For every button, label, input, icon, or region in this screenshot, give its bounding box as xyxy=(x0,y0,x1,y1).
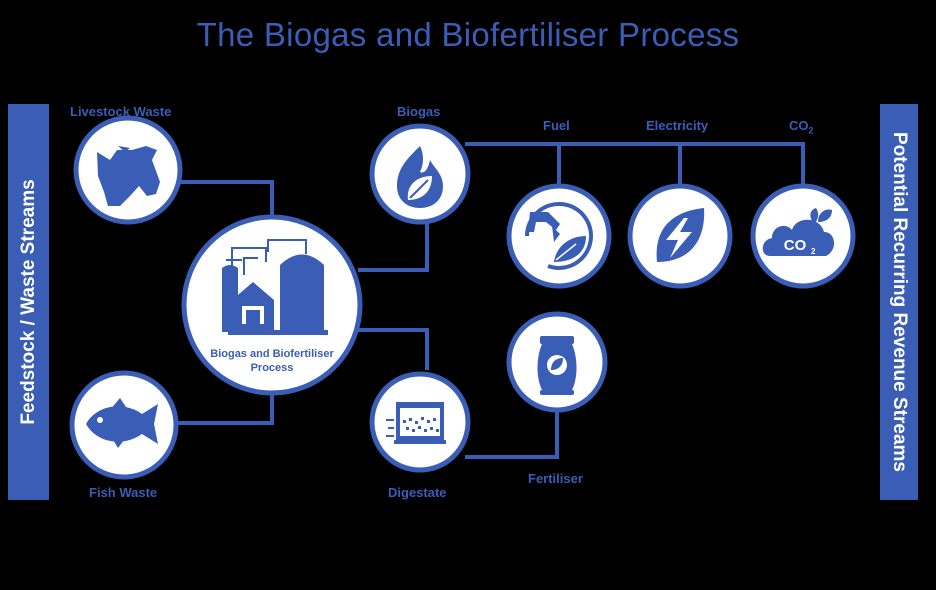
process-label-line1: Biogas and Biofertiliser xyxy=(210,348,334,360)
digester-tank-icon xyxy=(386,402,446,444)
process-label-line2: Process xyxy=(251,362,294,374)
co2-label-subscript: 2 xyxy=(808,125,814,136)
connector-biogas xyxy=(358,222,429,272)
cloud-co2-text: CO xyxy=(784,237,807,254)
co2-label: CO2 xyxy=(789,118,814,136)
fertiliser-bag-icon xyxy=(537,336,577,395)
cow-icon xyxy=(97,146,160,206)
connector-fertiliser xyxy=(465,407,559,459)
electricity-label: Electricity xyxy=(646,118,709,133)
fish-label: Fish Waste xyxy=(89,485,158,500)
biogas-label: Biogas xyxy=(397,104,441,119)
connector-revenue-main xyxy=(465,142,805,190)
cloud-co2-subscript: 2 xyxy=(811,247,816,256)
cloud-co2-icon: CO 2 xyxy=(762,208,835,256)
digestate-label: Digestate xyxy=(388,485,447,500)
lightning-leaf-icon xyxy=(656,208,705,262)
co2-label-text: CO xyxy=(789,118,809,133)
fuel-nozzle-icon xyxy=(525,201,593,270)
flame-leaf-icon xyxy=(397,146,443,208)
connector-fish xyxy=(178,385,274,425)
livestock-label: Livestock Waste xyxy=(70,104,172,119)
fuel-circle xyxy=(506,183,612,289)
diagram-title: The Biogas and Biofertiliser Process xyxy=(196,16,740,53)
fuel-label: Fuel xyxy=(543,118,570,133)
left-side-bar: Feedstock / Waste Streams xyxy=(8,104,49,500)
connector-digestate xyxy=(356,328,429,370)
right-side-bar: Potential Recurring Revenue Streams xyxy=(880,104,918,500)
factory-icon xyxy=(222,239,328,335)
fish-icon xyxy=(86,398,158,448)
fertiliser-label: Fertiliser xyxy=(528,471,583,486)
